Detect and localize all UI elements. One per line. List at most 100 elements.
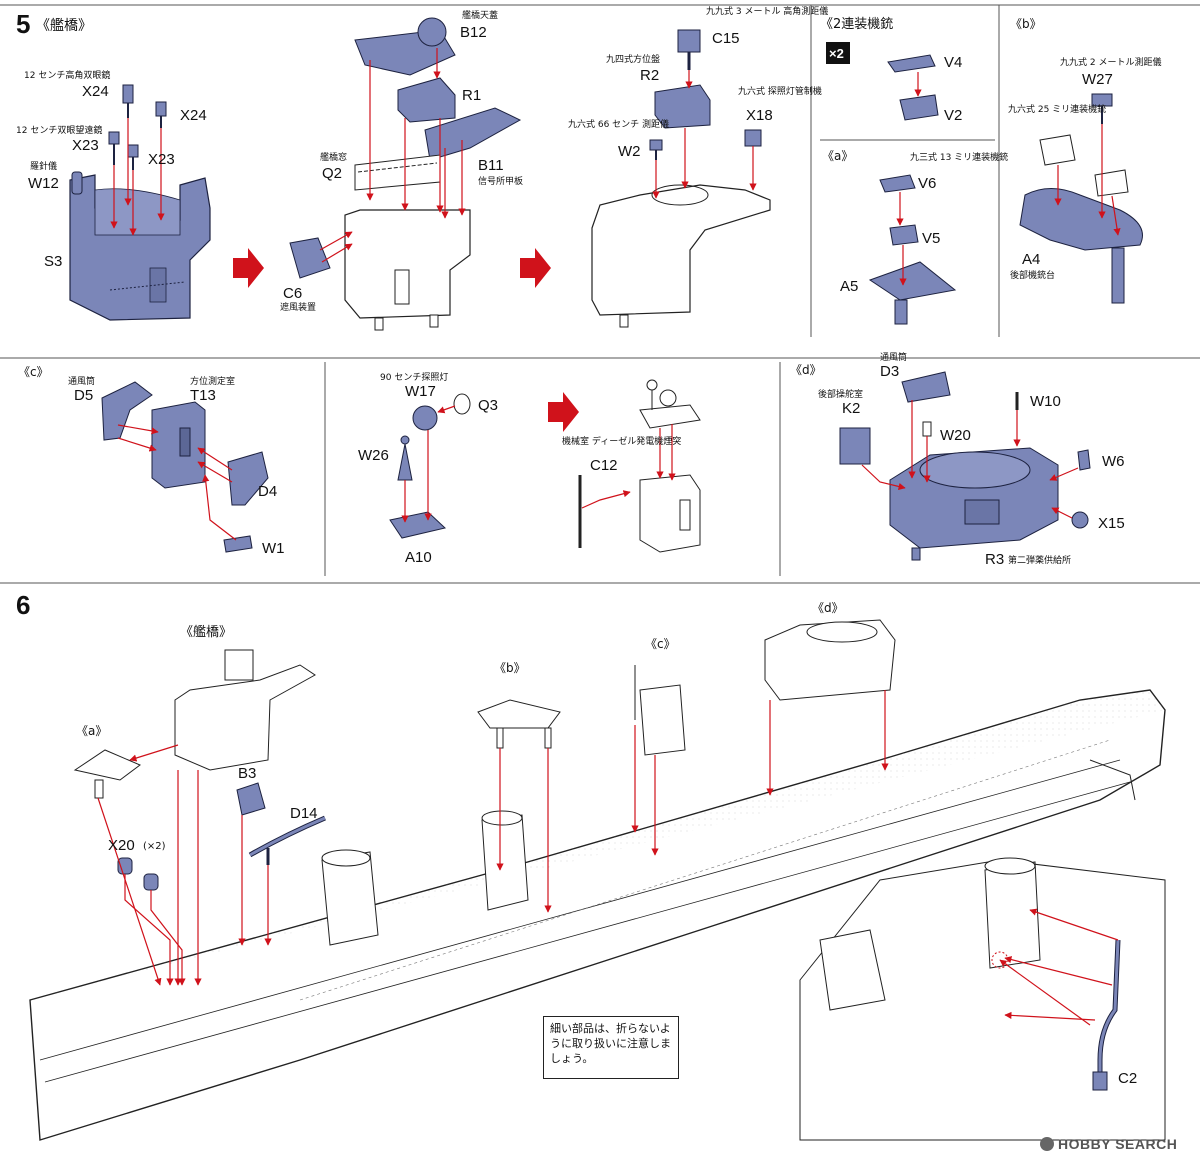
q3-label: Q3 bbox=[478, 397, 498, 414]
part-x15 bbox=[1071, 511, 1089, 529]
part-v4 bbox=[887, 54, 936, 73]
c2-label-6: C2 bbox=[1118, 1070, 1137, 1087]
part-q3 bbox=[453, 393, 471, 415]
sub-b-label-5: 《b》 bbox=[1010, 17, 1042, 31]
watermark: HOBBY SEARCH bbox=[1040, 1136, 1177, 1152]
r2-label: R2 bbox=[640, 67, 659, 84]
part-r1 bbox=[397, 77, 456, 123]
sub-a-label-5: 《a》 bbox=[822, 149, 853, 163]
step-5-number: 5 bbox=[16, 9, 30, 39]
hobby-search-logo-icon bbox=[1040, 1137, 1054, 1151]
panel-c-arrows bbox=[117, 424, 237, 541]
x18-label: X18 bbox=[746, 107, 773, 124]
bridge-assembly-outline bbox=[344, 209, 471, 331]
w10-label: W10 bbox=[1030, 393, 1061, 410]
searchlight-arrows bbox=[401, 405, 456, 523]
part-w1 bbox=[223, 535, 253, 553]
r3-label: R3 bbox=[985, 551, 1004, 568]
bridge-assembly-outline-2 bbox=[591, 184, 771, 328]
part-b3-6 bbox=[236, 782, 266, 816]
t13-desc: 方位測定室 bbox=[190, 375, 235, 387]
quantity-badge-text: ×2 bbox=[829, 46, 844, 61]
next-step-arrow-1 bbox=[233, 248, 264, 288]
v6-label: V6 bbox=[918, 175, 936, 192]
part-w17 bbox=[412, 405, 438, 431]
funnel-2 bbox=[481, 810, 529, 911]
x23-label-right: X23 bbox=[148, 151, 175, 168]
twin-mg-title: 《2連装機銃 bbox=[820, 17, 893, 32]
sub-d-label-6: 《d》 bbox=[812, 601, 844, 615]
w1-label: W1 bbox=[262, 540, 285, 557]
sub-c-label-6: 《c》 bbox=[645, 637, 676, 651]
quantity-badge bbox=[826, 42, 850, 64]
panel2-arrows bbox=[319, 48, 466, 263]
sub-a-label-6: 《a》 bbox=[76, 724, 107, 738]
subassy-d bbox=[764, 619, 896, 701]
c15-label: C15 bbox=[712, 30, 740, 47]
c15-desc: 九九式 3 メートル 高角測距儀 bbox=[706, 5, 828, 17]
v6-desc: 九三式 13 ミリ連装機銃 bbox=[910, 151, 1008, 163]
part-a5 bbox=[868, 261, 957, 325]
bridge-base-s3 bbox=[69, 174, 211, 321]
w6-label: W6 bbox=[1102, 453, 1125, 470]
part-w26 bbox=[397, 435, 413, 481]
part-v2 bbox=[899, 94, 939, 121]
part-x23-right bbox=[127, 144, 139, 170]
panel3-arrows bbox=[652, 70, 757, 199]
part-c15 bbox=[677, 29, 701, 70]
part-r2 bbox=[654, 84, 711, 129]
next-step-arrow-3 bbox=[548, 392, 579, 432]
x20-qty-6: (×2) bbox=[143, 841, 166, 852]
next-step-arrow-2 bbox=[520, 248, 551, 288]
c12-desc: 機械室 ディーゼル発電機煙突 bbox=[562, 435, 681, 447]
machine-room-arrows bbox=[581, 424, 676, 509]
b12-desc: 艦橋天蓋 bbox=[462, 9, 498, 21]
b11-desc: 信号所甲板 bbox=[478, 175, 523, 187]
part-r3 bbox=[889, 447, 1059, 561]
w12-desc: 羅針儀 bbox=[30, 160, 57, 172]
ship-hull bbox=[29, 689, 1166, 1141]
part-w20 bbox=[922, 421, 932, 437]
w27-label: W27 bbox=[1082, 71, 1113, 88]
w2-label: W2 bbox=[618, 143, 641, 160]
c6-desc: 遮風装置 bbox=[280, 301, 316, 313]
a10-label: A10 bbox=[405, 549, 432, 566]
sub-b-label-6: 《b》 bbox=[494, 661, 526, 675]
part-x24-left bbox=[122, 84, 134, 118]
w20-label: W20 bbox=[940, 427, 971, 444]
part-w2 bbox=[649, 139, 663, 160]
b11-label: B11 bbox=[478, 157, 504, 174]
subassy-b bbox=[477, 699, 561, 749]
x23-desc: 12 センチ双眼望遠鏡 bbox=[16, 124, 102, 136]
handling-note: 細い部品は、折らないように取り扱いに注意しましょう。 bbox=[543, 1016, 679, 1079]
subassy-c bbox=[634, 665, 686, 756]
w2-desc: 九六式 66 センチ 測距儀 bbox=[568, 118, 669, 130]
q2-desc: 艦橋窓 bbox=[320, 151, 347, 163]
25mm-mg-desc: 九六式 25 ミリ連装機銃 bbox=[1008, 103, 1106, 115]
d5-desc: 通風筒 bbox=[68, 375, 95, 387]
w26-label: W26 bbox=[358, 447, 389, 464]
x24-label-left: X24 bbox=[82, 83, 109, 100]
k2-label: K2 bbox=[842, 400, 860, 417]
w12-label: W12 bbox=[28, 175, 59, 192]
step-6-arrows bbox=[97, 690, 889, 986]
d14-label-6: D14 bbox=[290, 805, 318, 822]
x24-desc: 12 センチ高角双眼鏡 bbox=[24, 69, 110, 81]
q2-label: Q2 bbox=[322, 165, 342, 182]
part-v6 bbox=[879, 174, 916, 193]
b3-label-6: B3 bbox=[238, 765, 256, 782]
part-d14-6 bbox=[248, 815, 326, 865]
part-c2 bbox=[1092, 939, 1121, 1091]
a4-desc: 後部機銃台 bbox=[1010, 269, 1055, 281]
b12-label: B12 bbox=[460, 24, 487, 41]
v2-label: V2 bbox=[944, 107, 962, 124]
c6-label: C6 bbox=[283, 285, 302, 302]
d5-label: D5 bbox=[74, 387, 93, 404]
step-6-bridge-title: 《艦橋》 bbox=[180, 625, 232, 640]
d3-desc: 通風筒 bbox=[880, 351, 907, 363]
r3-desc: 第二弾薬供給所 bbox=[1008, 554, 1071, 566]
panel-a-arrows bbox=[896, 192, 907, 286]
r2-desc: 九四式方位盤 bbox=[606, 53, 660, 65]
part-searchlight-tower bbox=[639, 379, 701, 429]
part-v5 bbox=[889, 224, 919, 246]
